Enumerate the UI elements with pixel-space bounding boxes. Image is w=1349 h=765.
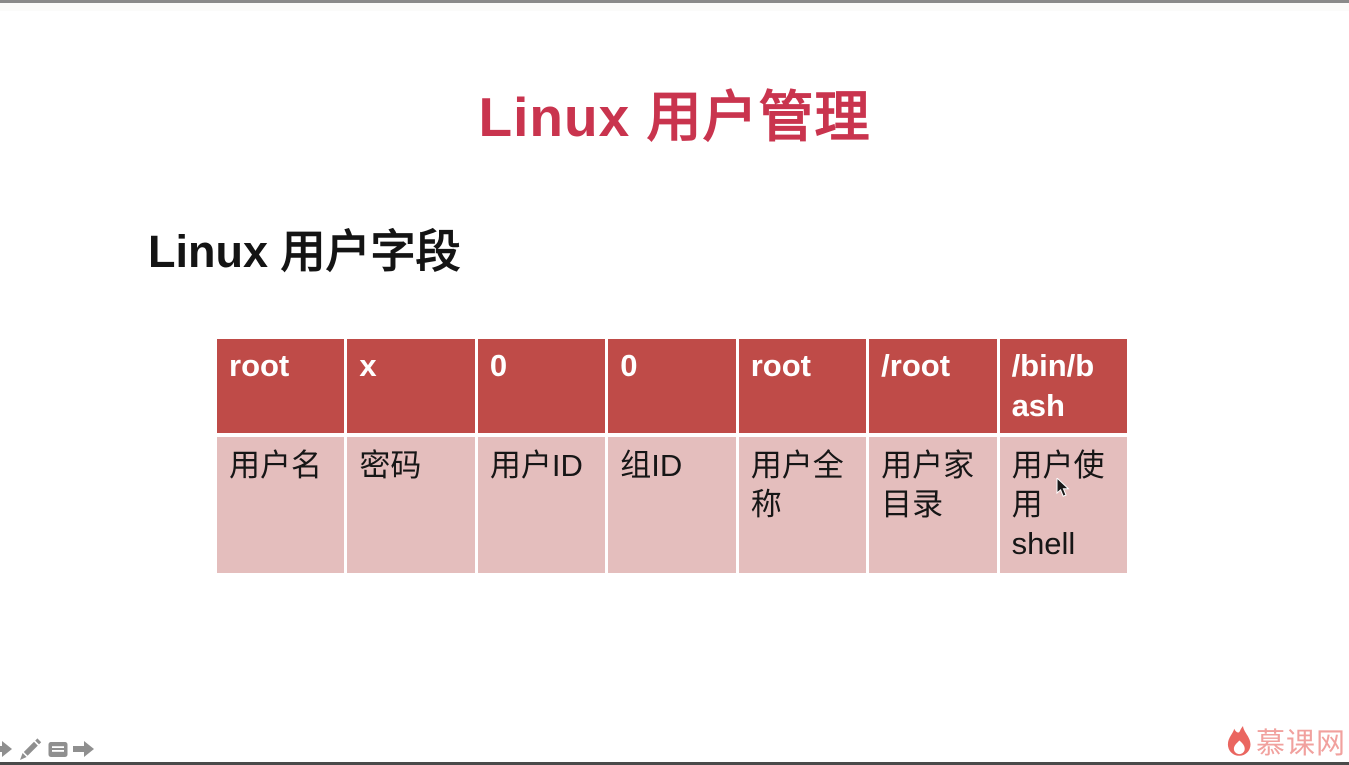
previous-slide-arrow-icon[interactable] xyxy=(0,740,13,758)
table-label-cell-password: 密码 xyxy=(347,437,475,573)
table-header-cell-uid: 0 xyxy=(477,339,606,433)
table-label-cell-homedir: 用户家目录 xyxy=(869,437,997,573)
pen-icon[interactable] xyxy=(18,737,43,762)
slide-top-border xyxy=(0,0,1349,3)
user-fields-table: root x 0 0 root /root /bin/bash 用户名 密码 用… xyxy=(217,339,1127,573)
page-title: Linux 用户管理 xyxy=(478,86,871,148)
brand-name: 慕课网 xyxy=(1255,728,1346,760)
slide-top-strip xyxy=(0,3,1349,11)
table-header-cell-homedir: /root xyxy=(869,339,997,433)
table-label-cell-gid: 组ID xyxy=(608,437,736,573)
presenter-toolbar xyxy=(0,736,95,762)
table-header-cell-fullname: root xyxy=(738,339,867,433)
table-label-cell-uid: 用户ID xyxy=(477,437,606,573)
table-label-cell-username: 用户名 xyxy=(217,437,345,573)
table-header-cell-password: x xyxy=(347,339,475,433)
flame-icon xyxy=(1225,725,1253,764)
slide-bottom-border xyxy=(0,762,1349,765)
table-header-cell-shell: /bin/bash xyxy=(999,339,1127,433)
table-label-cell-shell: 用户使用 shell xyxy=(999,437,1127,573)
table-header-cell-gid: 0 xyxy=(608,339,736,433)
next-slide-arrow-icon[interactable] xyxy=(73,740,95,758)
slide-panel-icon[interactable] xyxy=(48,741,68,758)
table-header-cell-username: root xyxy=(217,339,345,433)
table-label-cell-fullname: 用户全称 xyxy=(738,437,867,573)
brand-watermark: 慕课网 xyxy=(1225,725,1346,764)
section-heading: Linux 用户字段 xyxy=(148,226,461,277)
